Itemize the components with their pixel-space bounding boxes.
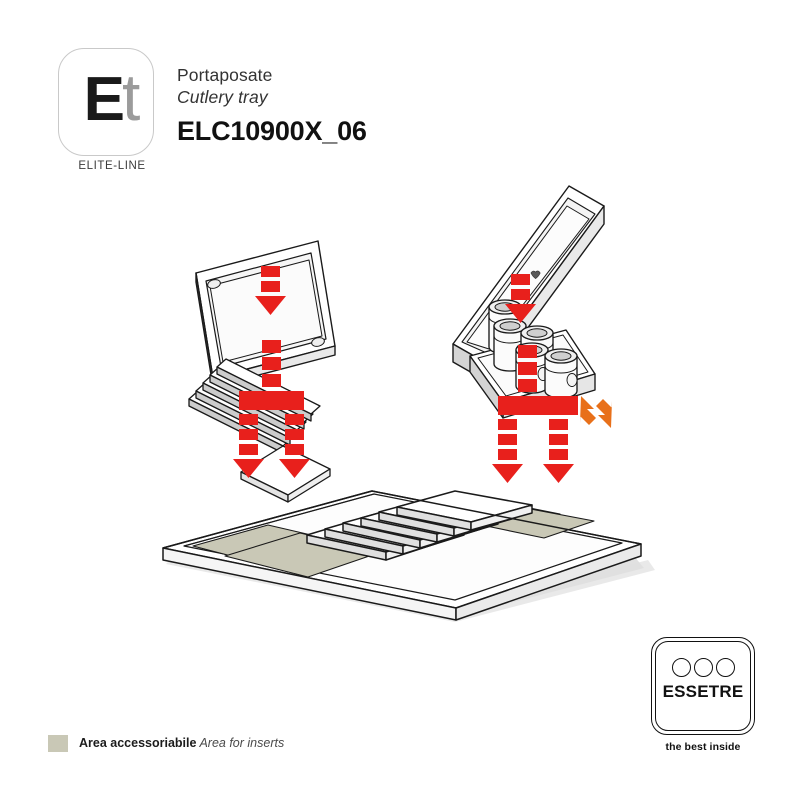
jar	[544, 348, 578, 399]
title-block: Portaposate Cutlery tray ELC10900X_06	[177, 64, 367, 150]
logo-letter-e: E	[83, 65, 125, 134]
legend-label-italian: Area accessoriabile	[79, 736, 197, 750]
arrow-lid-left-down	[255, 266, 286, 315]
product-name-english: Cutlery tray	[177, 87, 268, 107]
arrow-branch-left	[233, 340, 310, 478]
arrow-branch-right	[492, 345, 578, 483]
product-name-italian: Portaposate	[177, 65, 273, 85]
essetre-frame-inner	[655, 641, 751, 731]
circle-icon	[715, 658, 735, 677]
assembly-arrows-red	[233, 266, 578, 483]
exploded-assembly-diagram	[0, 150, 800, 670]
diagram-svg	[162, 185, 655, 622]
component-cutlery-tray	[162, 490, 642, 621]
legend-swatch-insert-area	[48, 734, 68, 752]
essetre-tagline: the best inside	[665, 741, 741, 753]
logo-subtitle: ELITE-LINE	[78, 160, 146, 172]
component-lid-left	[195, 240, 336, 388]
slide-arrow-orange	[580, 396, 612, 428]
header: Et ELITE-LINE Portaposate Cutlery tray E…	[0, 0, 800, 200]
essetre-logo: ESSETRE the best inside	[651, 637, 759, 765]
essetre-dots	[655, 658, 751, 677]
circle-icon	[671, 658, 691, 677]
legend-label-english: Area for inserts	[199, 736, 285, 750]
essetre-frame-outer	[651, 637, 755, 735]
logo-frame-shape	[58, 48, 154, 156]
product-code: ELC10900X_06	[177, 116, 367, 146]
arrow-lid-right-down	[505, 274, 536, 323]
circle-icon	[693, 658, 713, 677]
essetre-wordmark: ESSETRE	[662, 682, 744, 701]
logo-wordmark: Et	[48, 64, 176, 131]
brand-logo: Et ELITE-LINE	[48, 46, 176, 186]
logo-letter-t: t	[122, 60, 141, 134]
